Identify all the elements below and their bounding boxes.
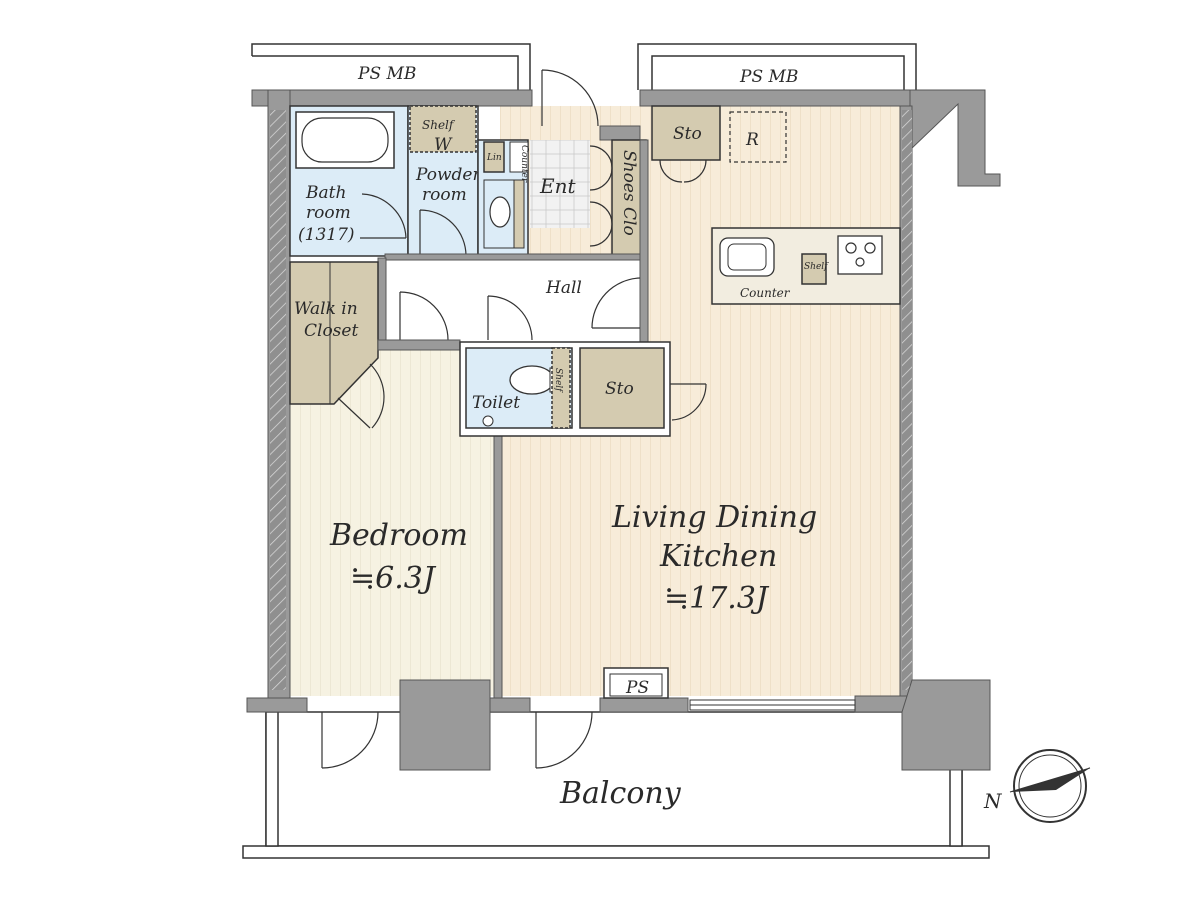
bedroom-label: Bedroom	[329, 518, 468, 553]
storage-top-label: Sto	[673, 124, 702, 144]
entrance: Ent	[539, 69, 599, 198]
kitchen-counter: Shelf Counter	[711, 227, 901, 305]
ps-mb-right-label: PS MB	[739, 67, 798, 87]
balcony-label: Balcony	[559, 776, 682, 811]
ldk-label-1: Living Dining	[611, 500, 817, 535]
ps-bottom-label: PS	[625, 678, 649, 698]
compass-icon: N	[983, 749, 1091, 823]
hall-floor	[385, 258, 647, 346]
hall: Hall	[377, 139, 649, 343]
bathtub-icon	[301, 117, 389, 163]
vanity-area: Lin Counter	[477, 139, 529, 257]
counter-label: Counter	[740, 286, 791, 300]
balcony-area	[242, 711, 990, 859]
bathroom-label-3: (1317)	[298, 225, 355, 245]
washer-label: W	[434, 135, 453, 155]
toilet-icon	[509, 365, 555, 395]
linen-label: Lin	[486, 153, 502, 163]
toilet-shelf-label: Shelf	[553, 368, 563, 393]
walk-in-closet: Walk in Closet	[289, 261, 385, 429]
storage-mid-label: Sto	[605, 379, 634, 399]
entrance-floor	[530, 140, 590, 228]
fridge-label: R	[745, 130, 759, 150]
bathroom-label-1: Bath	[305, 183, 346, 203]
kitchen-sink-icon	[719, 237, 775, 277]
ldk-label-2: Kitchen	[659, 539, 777, 574]
bedroom-size: ≒6.3J	[350, 561, 437, 596]
bathroom-label-2: room	[306, 203, 351, 223]
bathroom: Bath room (1317)	[289, 105, 409, 257]
outer-walls	[246, 89, 1001, 771]
ldk-size: ≒17.3J	[664, 581, 770, 616]
north-label: N	[983, 789, 1003, 813]
entrance-label: Ent	[539, 174, 576, 198]
walk-in-closet-label-1: Walk in	[294, 299, 358, 319]
ps-mb-enclosures	[251, 43, 917, 130]
ps-box: PS	[603, 667, 669, 699]
counter-small-label: Counter	[519, 145, 529, 183]
powder-room: Shelf W Powder room	[407, 105, 481, 257]
ldk-balcony-door	[535, 711, 593, 769]
ps-mb-left-label: PS MB	[357, 64, 416, 84]
powder-room-label-1: Powder	[415, 165, 481, 185]
toilet-label: Toilet	[472, 393, 520, 413]
sink-icon	[489, 196, 511, 228]
toilet-room: Shelf Toilet Sto	[459, 341, 707, 437]
walk-in-closet-label-2: Closet	[304, 321, 358, 341]
stove-icon	[837, 235, 883, 275]
kitchen-storage: Sto R	[651, 105, 787, 183]
shelf-w-label: Shelf	[422, 118, 456, 132]
kitchen-shelf-label: Shelf	[804, 262, 829, 272]
powder-room-label-2: room	[422, 185, 467, 205]
shoes-closet-label: Shoes Clo	[619, 150, 639, 236]
hall-label: Hall	[545, 278, 582, 298]
